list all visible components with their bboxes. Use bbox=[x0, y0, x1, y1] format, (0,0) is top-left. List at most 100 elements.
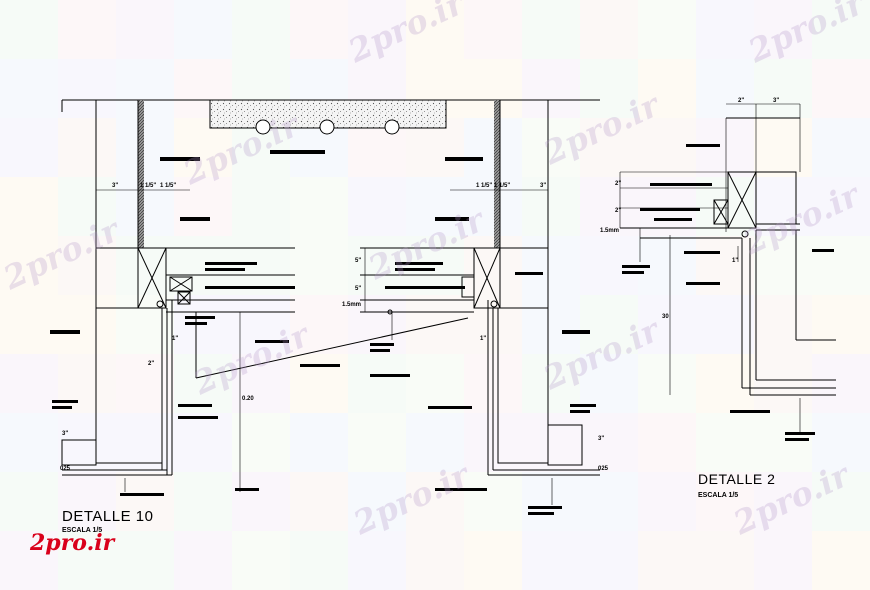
dim-3a: 3" bbox=[112, 183, 118, 189]
background-tile bbox=[0, 295, 58, 354]
background-tile bbox=[812, 295, 870, 354]
background-tile bbox=[464, 472, 522, 531]
dim-d2-1-5: 1.5mm bbox=[600, 228, 619, 234]
background-tile bbox=[638, 177, 696, 236]
background-tile bbox=[754, 354, 812, 413]
background-tile bbox=[696, 59, 754, 118]
background-tile bbox=[812, 531, 870, 590]
background-tile bbox=[522, 295, 580, 354]
background-tile bbox=[754, 177, 812, 236]
detail-2-title: DETALLE 2 bbox=[698, 471, 776, 487]
background-tile bbox=[580, 59, 638, 118]
background-tile bbox=[348, 354, 406, 413]
background-tile bbox=[348, 177, 406, 236]
background-tile bbox=[406, 177, 464, 236]
background-tile bbox=[0, 413, 58, 472]
background-tile bbox=[580, 295, 638, 354]
background-tile bbox=[0, 354, 58, 413]
background-tile bbox=[116, 0, 174, 59]
background-tile bbox=[290, 295, 348, 354]
left-wall-hatch bbox=[138, 100, 144, 248]
dim-d2-3: 3" bbox=[773, 98, 779, 104]
background-tile bbox=[464, 531, 522, 590]
background-tile bbox=[754, 413, 812, 472]
background-tile bbox=[0, 0, 58, 59]
background-tile bbox=[522, 236, 580, 295]
background-tile bbox=[638, 472, 696, 531]
background-tile bbox=[0, 177, 58, 236]
background-tile bbox=[290, 472, 348, 531]
background-tile bbox=[58, 413, 116, 472]
background-tile bbox=[290, 354, 348, 413]
background-tile bbox=[0, 59, 58, 118]
detail-2-scale: ESCALA 1/5 bbox=[698, 492, 739, 499]
dim-d2-1: 1" bbox=[732, 258, 738, 264]
dim-1b: 1" bbox=[480, 336, 486, 342]
dim-025a: 025 bbox=[60, 466, 71, 472]
dim-1-5mm: 1.5mm bbox=[342, 302, 361, 308]
background-tile bbox=[812, 118, 870, 177]
dim-3c: 3" bbox=[62, 431, 68, 437]
background-tile bbox=[522, 354, 580, 413]
background-tile bbox=[696, 413, 754, 472]
dim-2a: 2" bbox=[148, 361, 154, 367]
dim-3b: 3" bbox=[540, 183, 546, 189]
detail-10-labels bbox=[50, 150, 596, 515]
dim-1-5a: 1 1/5" bbox=[140, 183, 156, 189]
background-tile bbox=[348, 472, 406, 531]
background-tile bbox=[116, 236, 174, 295]
site-logo[interactable]: 2pro.ir bbox=[30, 530, 115, 556]
background-tile bbox=[348, 531, 406, 590]
background-tile bbox=[58, 118, 116, 177]
background-tile bbox=[754, 295, 812, 354]
dim-1a: 1" bbox=[172, 336, 178, 342]
background-tile bbox=[638, 59, 696, 118]
background-tile bbox=[696, 0, 754, 59]
background-tile bbox=[58, 531, 116, 590]
background-tile bbox=[406, 0, 464, 59]
background-tile bbox=[464, 177, 522, 236]
background-tile bbox=[116, 59, 174, 118]
background-tile bbox=[58, 354, 116, 413]
dim-d2-2: 2" bbox=[738, 98, 744, 104]
dim-5a: 5" bbox=[355, 258, 361, 264]
background-tile bbox=[0, 118, 58, 177]
background-tile bbox=[754, 472, 812, 531]
background-tile bbox=[580, 0, 638, 59]
background-tile bbox=[174, 413, 232, 472]
background-tile bbox=[754, 236, 812, 295]
background-tile bbox=[696, 177, 754, 236]
background-tile bbox=[406, 236, 464, 295]
background-tile bbox=[232, 413, 290, 472]
background-tile bbox=[174, 0, 232, 59]
background-tile bbox=[348, 0, 406, 59]
background-tile bbox=[812, 413, 870, 472]
background-tile bbox=[0, 472, 58, 531]
dim-3d: 3" bbox=[598, 436, 604, 442]
background-tile bbox=[232, 236, 290, 295]
background-tile bbox=[522, 413, 580, 472]
background-tile bbox=[174, 472, 232, 531]
background-tile bbox=[580, 118, 638, 177]
dim-5b: 5" bbox=[355, 286, 361, 292]
background-tile bbox=[812, 236, 870, 295]
background-tile bbox=[406, 472, 464, 531]
dim-1-5c: 1 1/5" bbox=[476, 183, 492, 189]
background-tile bbox=[290, 413, 348, 472]
detail-2-labels bbox=[622, 144, 834, 441]
background-tile bbox=[812, 0, 870, 59]
dim-1-5b: 1 1/5" bbox=[160, 183, 176, 189]
background-tile bbox=[290, 0, 348, 59]
background-tile bbox=[638, 118, 696, 177]
background-tile bbox=[232, 472, 290, 531]
background-tile bbox=[754, 118, 812, 177]
background-tile bbox=[754, 531, 812, 590]
background-tile bbox=[696, 531, 754, 590]
background-tile bbox=[812, 472, 870, 531]
background-tile bbox=[580, 531, 638, 590]
background-tile bbox=[290, 531, 348, 590]
background-tile bbox=[638, 295, 696, 354]
background-tile bbox=[232, 295, 290, 354]
